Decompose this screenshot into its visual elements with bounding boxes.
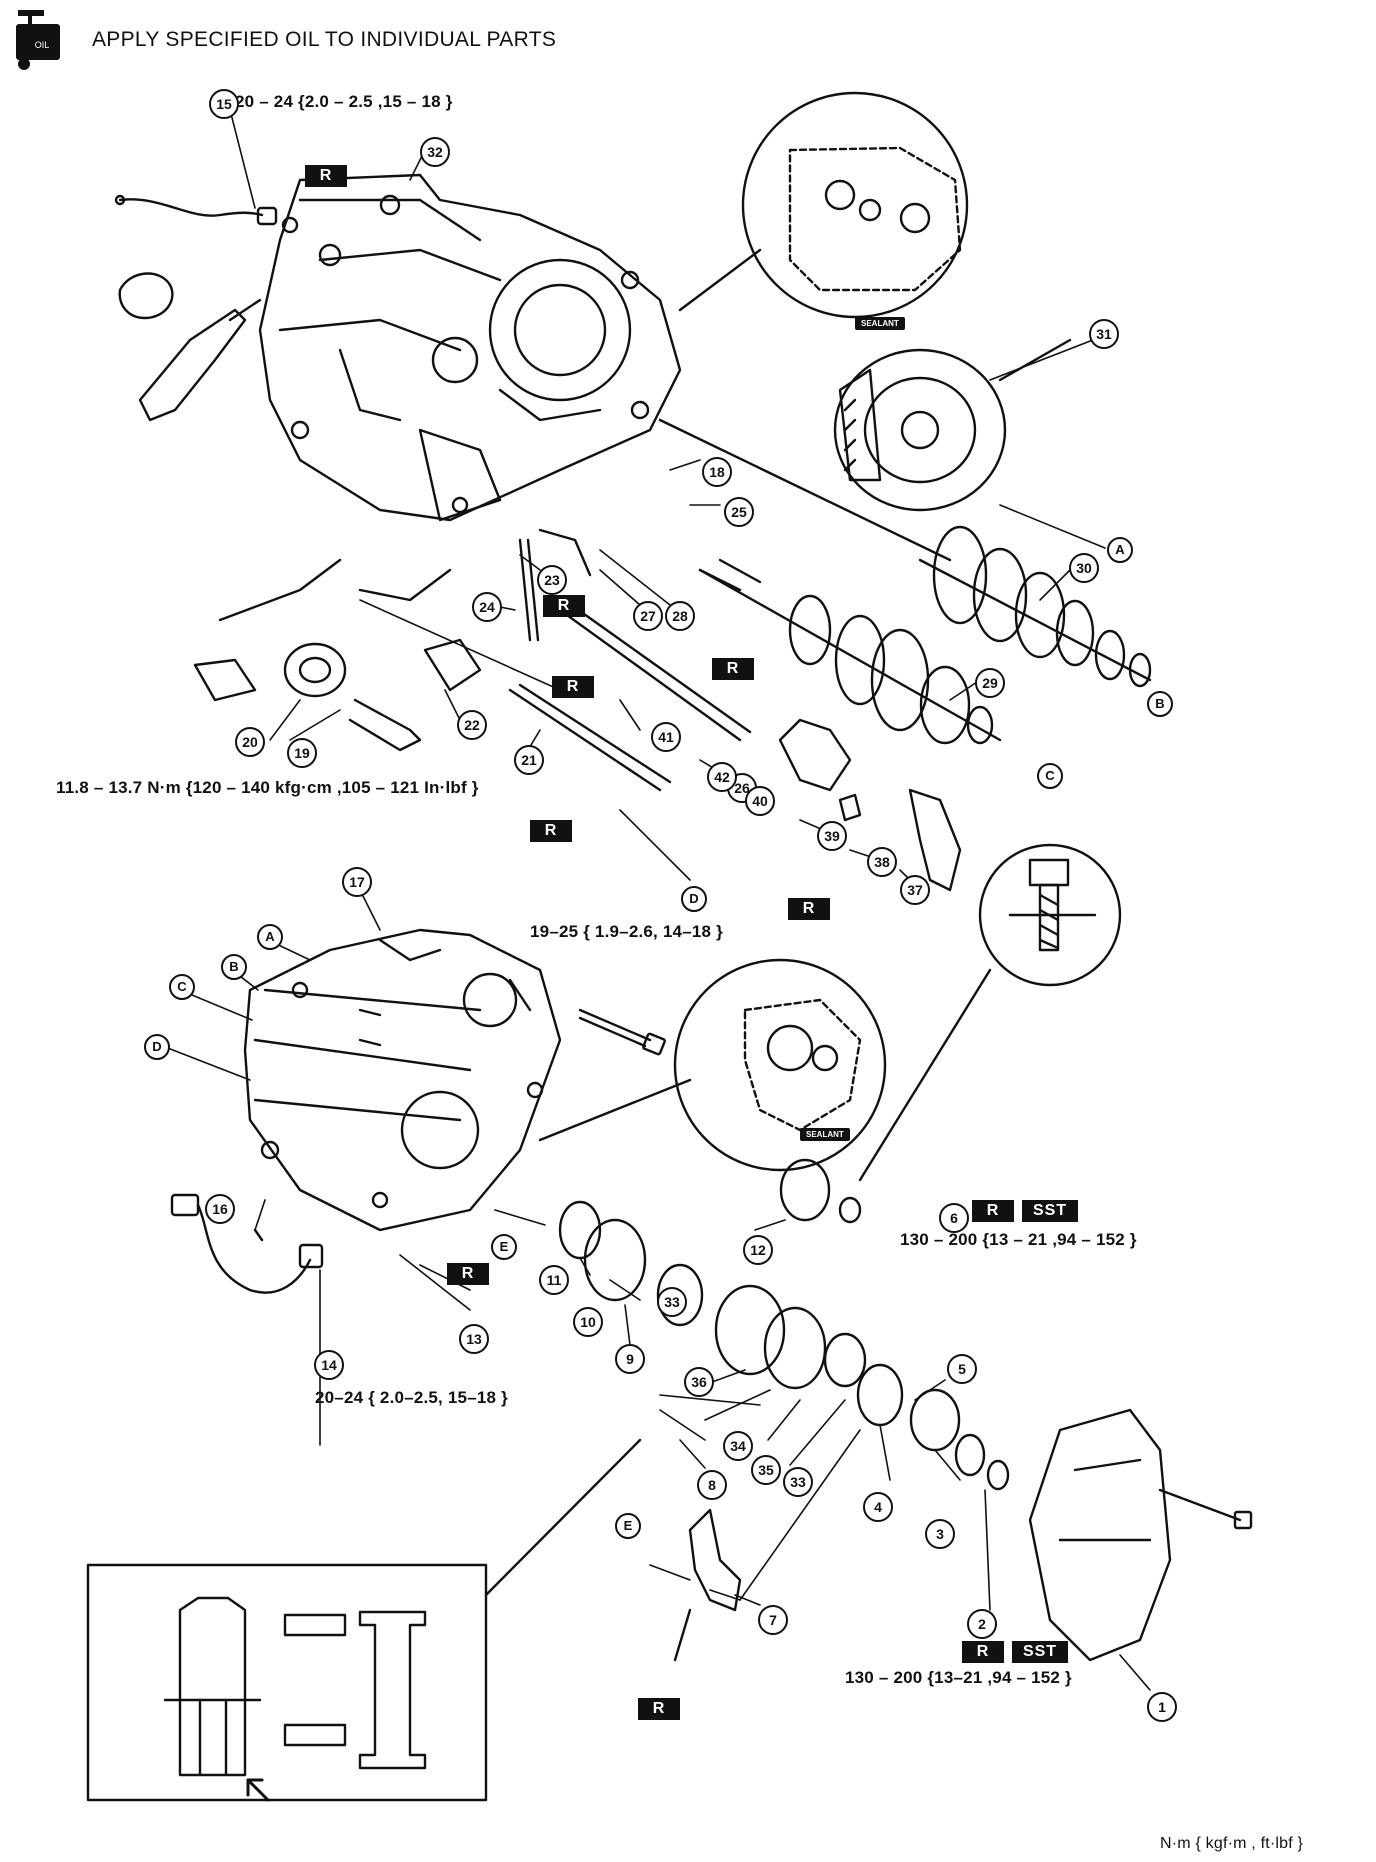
part-callout-39: 39 xyxy=(817,821,847,851)
clutch-housing-upper xyxy=(258,173,682,522)
ref-letter-c: C xyxy=(1037,763,1063,789)
part-callout-40: 40 xyxy=(745,786,775,816)
part-callout-33-a: 33 xyxy=(657,1287,687,1317)
part-callout-27: 27 xyxy=(633,601,663,631)
part-callout-34: 34 xyxy=(723,1431,753,1461)
part-callout-19: 19 xyxy=(287,738,317,768)
leader-lines xyxy=(159,101,1151,1691)
replace-badge: R xyxy=(305,165,347,187)
replace-badge: R xyxy=(552,676,594,698)
replace-badge: R xyxy=(543,595,585,617)
ref-letter-b-lower: B xyxy=(221,954,247,980)
torque-spec-14: 20–24 { 2.0–2.5, 15–18 } xyxy=(315,1388,508,1407)
part-callout-17: 17 xyxy=(342,867,372,897)
torque-spec-case-bolt: 19–25 { 1.9–2.6, 14–18 } xyxy=(530,922,723,941)
part-callout-35: 35 xyxy=(751,1455,781,1485)
shift-forks xyxy=(778,718,962,892)
release-fork xyxy=(118,272,262,422)
part-callout-28: 28 xyxy=(665,601,695,631)
rear-cover-1 xyxy=(1028,1408,1253,1662)
sst-badge: SST xyxy=(1022,1200,1078,1222)
part-callout-36: 36 xyxy=(684,1367,714,1397)
oil-icon-label: OIL xyxy=(35,40,50,50)
part-callout-4: 4 xyxy=(863,1492,893,1522)
countershaft-30 xyxy=(658,418,1152,688)
ref-letter-a-lower: A xyxy=(257,924,283,950)
ref-letter-c-lower: C xyxy=(169,974,195,1000)
part-callout-30: 30 xyxy=(1069,553,1099,583)
part-callout-18: 18 xyxy=(702,457,732,487)
ref-letter-a: A xyxy=(1107,537,1133,563)
part-callout-6: 6 xyxy=(939,1203,969,1233)
part-callout-20: 20 xyxy=(235,727,265,757)
replace-badge: R xyxy=(962,1641,1004,1663)
shift-rods xyxy=(218,528,752,792)
part-callout-23: 23 xyxy=(537,565,567,595)
ref-letter-e-lower: E xyxy=(615,1513,641,1539)
replace-badge: R xyxy=(530,820,572,842)
part-callout-3: 3 xyxy=(925,1519,955,1549)
part-callout-29: 29 xyxy=(975,668,1005,698)
units-footer: N·m { kgf·m , ft·lbf } xyxy=(1160,1835,1304,1852)
part-callout-2: 2 xyxy=(967,1609,997,1639)
pin-detail xyxy=(858,843,1122,1182)
release-bearing-20 xyxy=(193,638,482,752)
part-callout-1: 1 xyxy=(1147,1692,1177,1722)
part-callout-33-b: 33 xyxy=(783,1467,813,1497)
part-callout-15: 15 xyxy=(209,89,239,119)
replace-badge: R xyxy=(788,898,830,920)
oil-can-icon: OIL xyxy=(16,10,60,70)
shift-fork-7 xyxy=(673,1508,742,1662)
ref-letter-e: E xyxy=(491,1234,517,1260)
replace-badge: R xyxy=(972,1200,1014,1222)
vehicle-speed-sensor-14 xyxy=(170,1193,324,1294)
sealant-tag: SEALANT xyxy=(855,317,905,330)
part-callout-22: 22 xyxy=(457,710,487,740)
part-callout-11: 11 xyxy=(539,1265,569,1295)
part-callout-32: 32 xyxy=(420,137,450,167)
part-callout-13: 13 xyxy=(459,1324,489,1354)
sst-badge: SST xyxy=(1012,1641,1068,1663)
part-callout-41: 41 xyxy=(651,722,681,752)
part-callout-31: 31 xyxy=(1089,319,1119,349)
ref-letter-d-lower: D xyxy=(144,1034,170,1060)
part-callout-37: 37 xyxy=(900,875,930,905)
part-callout-5: 5 xyxy=(947,1354,977,1384)
page-title: APPLY SPECIFIED OIL TO INDIVIDUAL PARTS xyxy=(92,28,557,51)
mainshaft-29 xyxy=(698,558,1002,745)
torque-spec-6: 130 – 200 {13 – 21 ,94 – 152 } xyxy=(900,1230,1137,1249)
replace-badge: R xyxy=(447,1263,489,1285)
transaxle-case-lower xyxy=(243,928,562,1232)
torque-spec-15: 20 – 24 {2.0 – 2.5 ,15 – 18 } xyxy=(235,92,453,111)
part-callout-9: 9 xyxy=(615,1344,645,1374)
part-callout-25: 25 xyxy=(724,497,754,527)
part-callout-16: 16 xyxy=(205,1194,235,1224)
sealant-tag: SEALANT xyxy=(800,1128,850,1141)
part-callout-14: 14 xyxy=(314,1350,344,1380)
ref-letter-b: B xyxy=(1147,691,1173,717)
sealant-detail-upper xyxy=(678,91,969,319)
part-callout-8: 8 xyxy=(697,1470,727,1500)
torque-spec-bracket: 11.8 – 13.7 N·m {120 – 140 kfg·cm ,105 –… xyxy=(56,778,479,797)
ref-letter-d: D xyxy=(681,886,707,912)
part-callout-21: 21 xyxy=(514,745,544,775)
case-bolt xyxy=(578,1008,666,1056)
part-callout-24: 24 xyxy=(472,592,502,622)
part-callout-38: 38 xyxy=(867,847,897,877)
speed-sensor-15 xyxy=(114,194,299,234)
differential-31 xyxy=(833,338,1072,512)
part-callout-7: 7 xyxy=(758,1605,788,1635)
replace-badge: R xyxy=(638,1698,680,1720)
replace-badge: R xyxy=(712,658,754,680)
torque-spec-2: 130 – 200 {13–21 ,94 – 152 } xyxy=(845,1668,1072,1687)
part-callout-10: 10 xyxy=(573,1307,603,1337)
sealant-detail-lower xyxy=(538,958,887,1172)
detail-inset-box xyxy=(86,1438,642,1802)
part-callout-42: 42 xyxy=(707,762,737,792)
part-callout-12: 12 xyxy=(743,1235,773,1265)
